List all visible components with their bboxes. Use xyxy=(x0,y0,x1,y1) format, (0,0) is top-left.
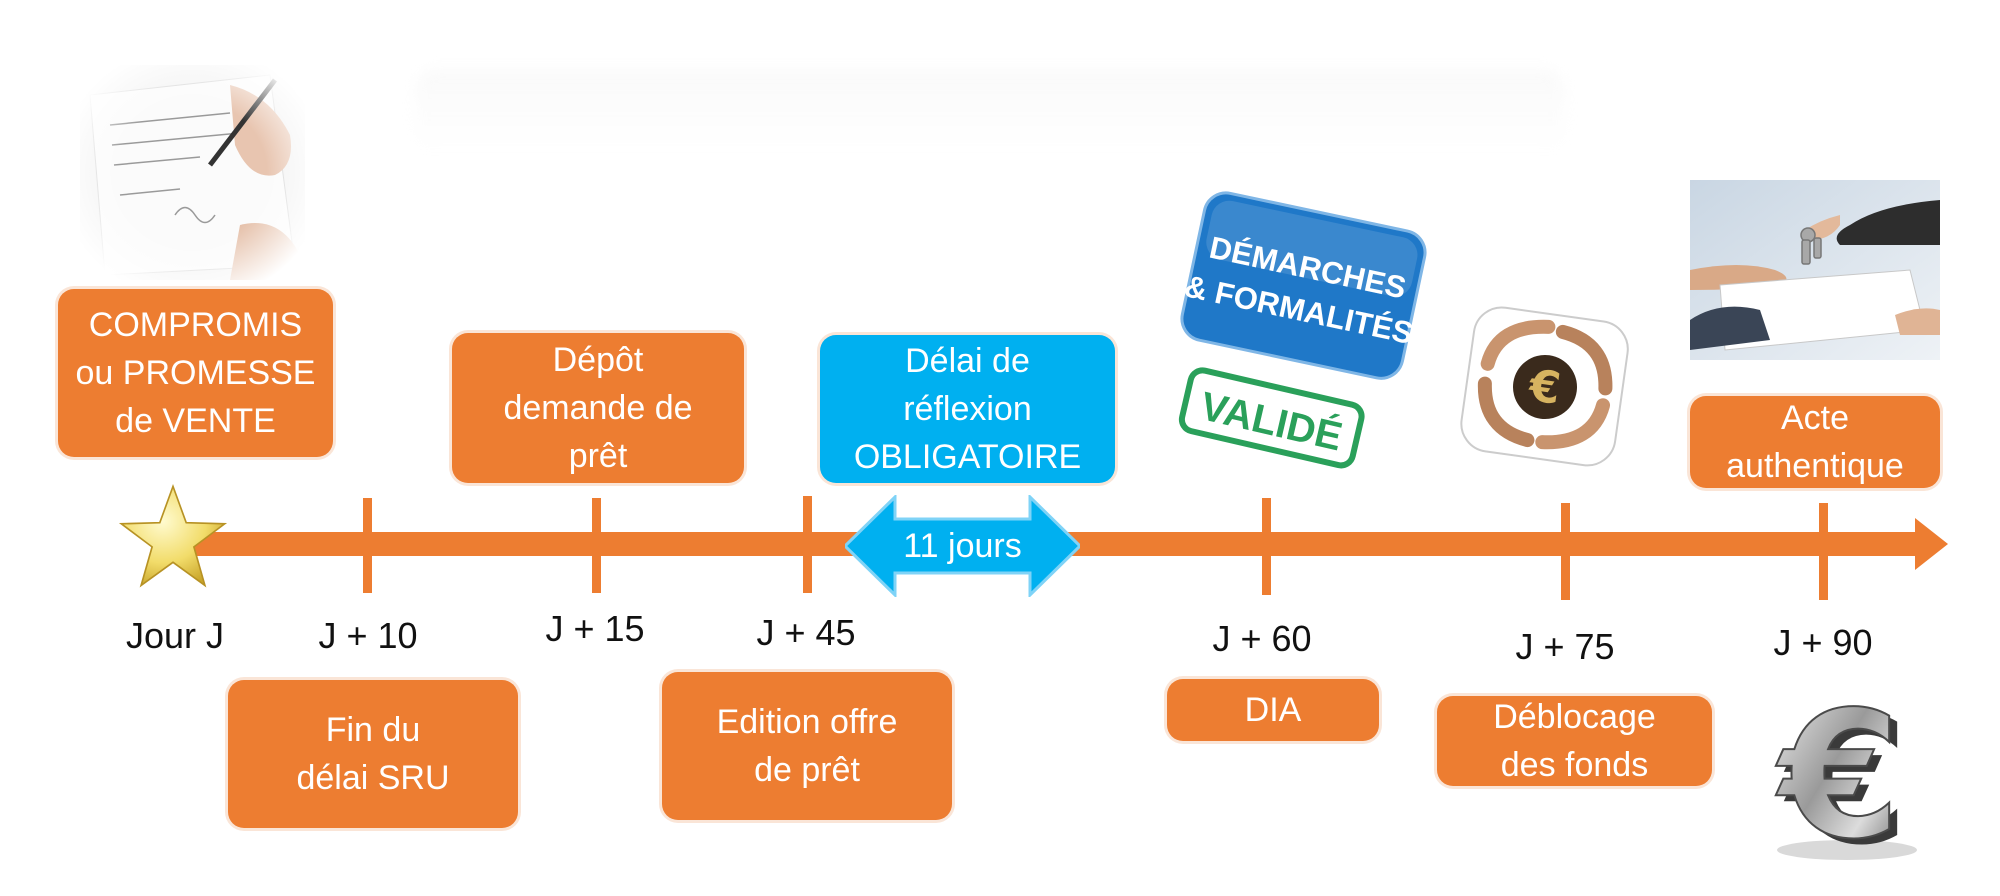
svg-text:€: € xyxy=(1783,690,1909,865)
keys-handover-photo xyxy=(1690,180,1940,360)
double-arrow-11-jours xyxy=(845,495,1080,597)
arrow-label: 11 jours xyxy=(903,527,1022,565)
tick-j45 xyxy=(803,496,812,593)
demarches-formalites-badge: DÉMARCHES & FORMALITÉS xyxy=(1180,191,1427,380)
svg-text:€: € xyxy=(1775,690,1901,865)
tick-j75 xyxy=(1561,503,1570,600)
tick-label-j10: J + 10 xyxy=(318,615,418,656)
event-delai-reflexion: Délai de réflexion OBLIGATOIRE xyxy=(820,335,1115,483)
valide-stamp: VALIDÉ xyxy=(1178,367,1365,469)
tick-j15 xyxy=(592,498,601,593)
event-acte-authentique: Acte authentique xyxy=(1690,396,1940,488)
hands-euro-icon: € xyxy=(1460,306,1629,467)
tick-label-j75: J + 75 xyxy=(1515,626,1615,667)
contract-signing-photo xyxy=(80,65,305,280)
event-deblocage-fonds: Déblocage des fonds xyxy=(1437,696,1712,786)
tick-j10 xyxy=(363,498,372,593)
euro-symbol-3d-icon: € € xyxy=(1774,690,1917,865)
event-edition-offre: Edition offre de prêt xyxy=(662,672,952,820)
event-fin-delai-sru: Fin du délai SRU xyxy=(228,680,518,828)
faded-title-area xyxy=(415,70,1565,150)
svg-text:€: € xyxy=(1525,360,1563,415)
event-compromis: COMPROMIS ou PROMESSE de VENTE xyxy=(58,289,333,457)
tick-label-jour-j: Jour J xyxy=(125,615,225,656)
tick-j90 xyxy=(1819,503,1828,600)
event-depot-pret: Dépôt demande de prêt xyxy=(452,333,744,483)
tick-label-j90: J + 90 xyxy=(1773,622,1873,663)
tick-label-j15: J + 15 xyxy=(545,608,645,649)
tick-label-j60: J + 60 xyxy=(1212,618,1312,659)
star-icon xyxy=(118,483,228,588)
tick-j60 xyxy=(1262,498,1271,595)
event-dia: DIA xyxy=(1167,679,1379,741)
tick-label-j45: J + 45 xyxy=(756,612,856,653)
